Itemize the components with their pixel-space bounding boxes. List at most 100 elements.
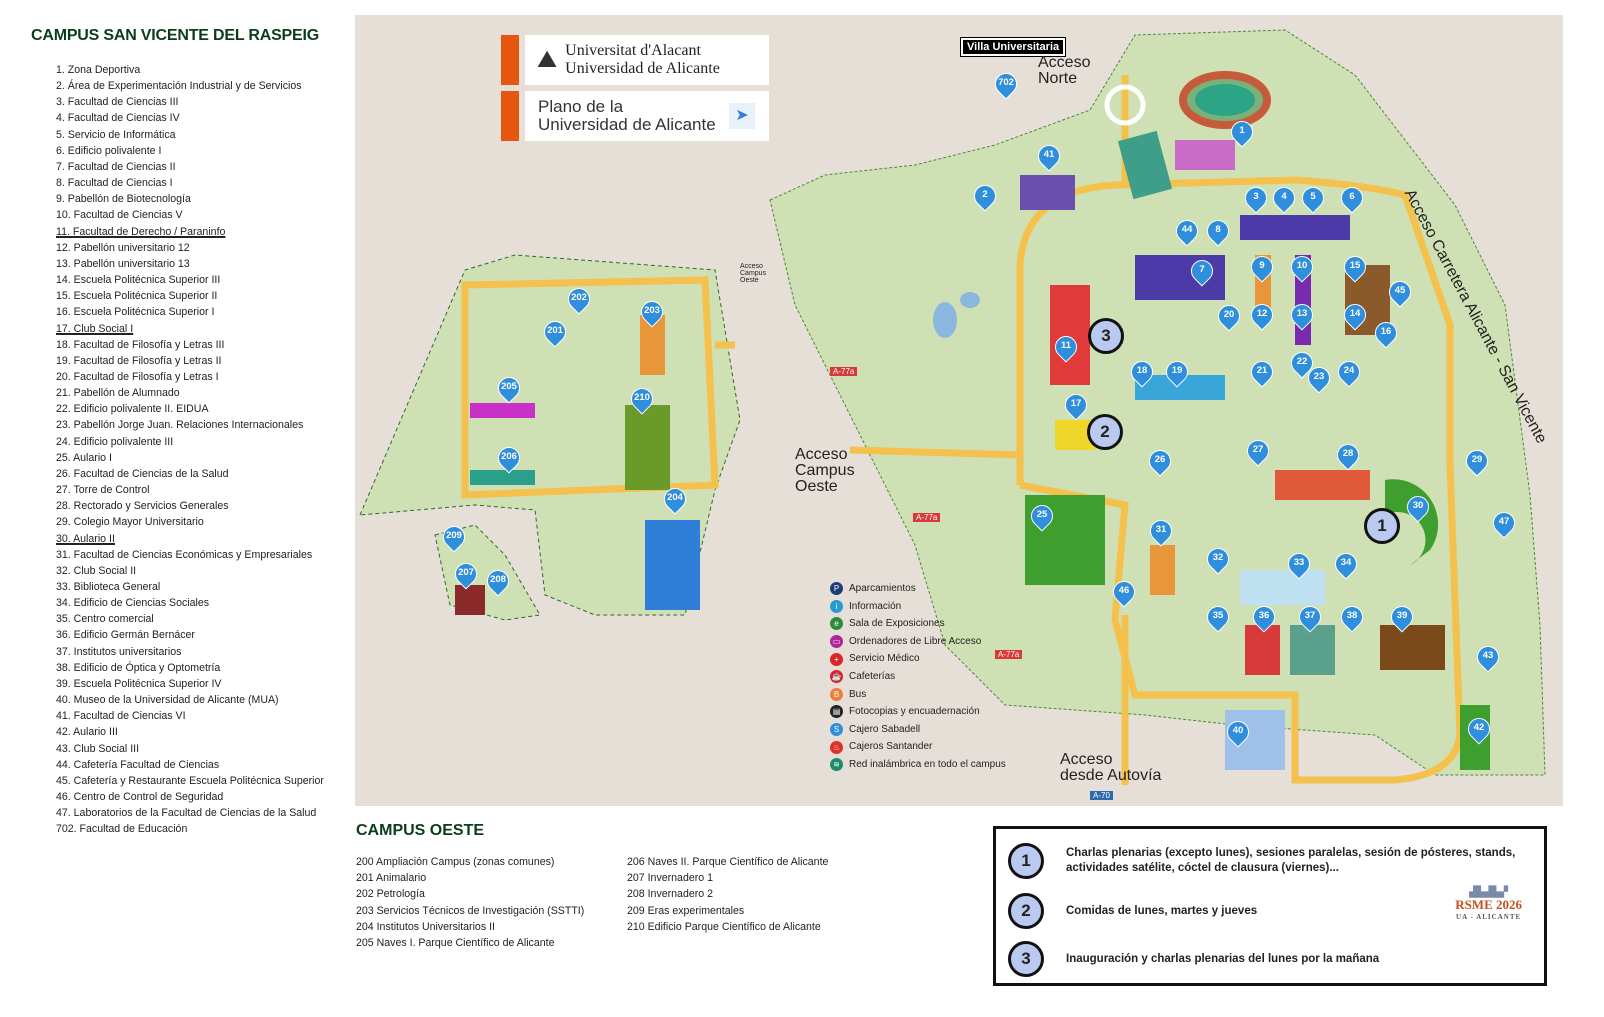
building-pin[interactable]: 4 [1268, 182, 1300, 214]
building-pin[interactable]: 203 [636, 296, 668, 328]
pin-number: 9 [1259, 260, 1265, 271]
building-list-item: 46. Centro de Control de Seguridad [56, 791, 224, 804]
pin-number: 33 [1293, 557, 1305, 568]
pin-number: 7 [1199, 264, 1205, 275]
west-campus-title: CAMPUS OESTE [356, 822, 485, 839]
building-list-item: 21. Pabellón de Alumnado [56, 387, 180, 400]
building-pin[interactable]: 32 [1202, 543, 1234, 575]
legend-item: ▭Ordenadores de Libre Acceso [830, 633, 1006, 651]
building-pin[interactable]: 12 [1246, 299, 1278, 331]
building-list-item: 16. Escuela Politécnica Superior I [56, 306, 215, 319]
building-pin[interactable]: 18 [1126, 356, 1158, 388]
west-campus-item: 205 Naves I. Parque Científico de Alican… [356, 937, 555, 950]
building-pin[interactable]: 8 [1202, 215, 1234, 247]
venue-marker[interactable]: 2 [1087, 414, 1123, 450]
pin-number: 19 [1171, 365, 1183, 376]
building-pin[interactable]: 43 [1472, 641, 1504, 673]
building-pin[interactable]: 39 [1386, 601, 1418, 633]
building-pin[interactable]: 37 [1294, 601, 1326, 633]
building-pin[interactable]: 22 [1286, 347, 1318, 379]
building-list-item: 47. Laboratorios de la Facultad de Cienc… [56, 807, 317, 820]
parking-icon: P [830, 582, 843, 596]
building-pin[interactable]: 21 [1246, 356, 1278, 388]
building-pin[interactable]: 16 [1370, 317, 1402, 349]
building-pin[interactable]: 36 [1248, 601, 1280, 633]
building-pin[interactable]: 10 [1286, 251, 1318, 283]
building-pin[interactable]: 28 [1332, 439, 1364, 471]
pin-number: 31 [1155, 524, 1167, 535]
building-pin[interactable]: 14 [1339, 299, 1371, 331]
building-list-item: 4. Facultad de Ciencias IV [56, 112, 180, 125]
legend-label: Cajeros Santander [849, 741, 933, 753]
building-pin[interactable]: 20 [1213, 300, 1245, 332]
building-pin[interactable]: 34 [1330, 548, 1362, 580]
building-list-item: 33. Biblioteca General [56, 581, 161, 593]
building-pin[interactable]: 44 [1171, 215, 1203, 247]
building-pin[interactable]: 45 [1384, 276, 1416, 308]
building-pin[interactable]: 25 [1026, 500, 1058, 532]
building-pin[interactable]: 35 [1202, 601, 1234, 633]
building-pin[interactable]: 15 [1339, 251, 1371, 283]
building-pin[interactable]: 29 [1461, 445, 1493, 477]
west-campus-list: 200 Ampliación Campus (zonas comunes)201… [356, 854, 584, 951]
pin-number: 47 [1498, 516, 1510, 527]
building-pin[interactable]: 46 [1108, 576, 1140, 608]
building-pin[interactable]: 210 [626, 383, 658, 415]
building-pin[interactable]: 3 [1240, 182, 1272, 214]
venue-marker[interactable]: 1 [1364, 508, 1400, 544]
building-pin[interactable]: 7 [1186, 255, 1218, 287]
building-pin[interactable]: 9 [1246, 251, 1278, 283]
building-pin[interactable]: 38 [1336, 601, 1368, 633]
building-pin[interactable]: 202 [563, 283, 595, 315]
building-pin[interactable]: 17 [1060, 389, 1092, 421]
venue-description: Comidas de lunes, martes y jueves [1066, 904, 1258, 917]
west-campus-item: 210 Edificio Parque Científico de Alican… [627, 920, 821, 933]
building-pin[interactable]: 207 [450, 558, 482, 590]
west-campus-item: 208 Invernadero 2 [627, 888, 713, 901]
building-list-item: 35. Centro comercial [56, 613, 154, 626]
building-pin[interactable]: 13 [1286, 299, 1318, 331]
building-pin[interactable]: 19 [1161, 356, 1193, 388]
west-campus-item: 206 Naves II. Parque Científico de Alica… [627, 856, 829, 868]
building-pin[interactable]: 26 [1144, 445, 1176, 477]
building-pin[interactable]: 201 [539, 316, 571, 348]
building-list-item: 37. Institutos universitarios [56, 645, 182, 658]
pin-number: 38 [1346, 610, 1358, 621]
cafe-icon: ☕ [830, 670, 843, 684]
building-pin[interactable]: 208 [482, 565, 514, 597]
building-pin[interactable]: 31 [1145, 515, 1177, 547]
building-pin[interactable]: 33 [1283, 548, 1315, 580]
building-pin[interactable]: 702 [990, 68, 1022, 100]
building-pin[interactable]: 23 [1303, 362, 1335, 394]
building-pin[interactable]: 47 [1488, 507, 1520, 539]
building-pin[interactable]: 27 [1242, 435, 1274, 467]
building-pin[interactable]: 204 [659, 483, 691, 515]
building-pin[interactable]: 11 [1050, 331, 1082, 363]
legend-label: Bus [849, 688, 867, 700]
building-pin[interactable]: 2 [969, 180, 1001, 212]
building-pin[interactable]: 30 [1402, 491, 1434, 523]
building-pin[interactable]: 209 [438, 521, 470, 553]
building-pin[interactable]: 5 [1297, 182, 1329, 214]
west-campus-item: 200 Ampliación Campus (zonas comunes) [356, 856, 555, 868]
venue-marker[interactable]: 3 [1088, 318, 1124, 354]
building-list-item: 3. Facultad de Ciencias III [56, 96, 179, 109]
building-pin[interactable]: 205 [493, 372, 525, 404]
west-campus-item: 209 Eras experimentales [627, 904, 745, 917]
legend-label: Ordenadores de Libre Acceso [849, 635, 982, 647]
building-list-item: 30. Aulario II [56, 532, 115, 545]
building-pin[interactable]: 6 [1336, 182, 1368, 214]
building-pin[interactable]: 206 [493, 442, 525, 474]
legend-item: +Servicio Médico [830, 650, 1006, 668]
legend-label: Red inalámbrica en todo el campus [849, 758, 1006, 770]
building-list-item: 23. Pabellón Jorge Juan. Relaciones Inte… [56, 419, 304, 432]
building-pin[interactable]: 42 [1463, 713, 1495, 745]
building-pin[interactable]: 24 [1333, 356, 1365, 388]
building-pin[interactable]: 40 [1222, 716, 1254, 748]
building-pin[interactable]: 1 [1226, 116, 1258, 148]
building-list-item: 43. Club Social III [56, 742, 140, 755]
building-pin[interactable]: 41 [1033, 140, 1065, 172]
